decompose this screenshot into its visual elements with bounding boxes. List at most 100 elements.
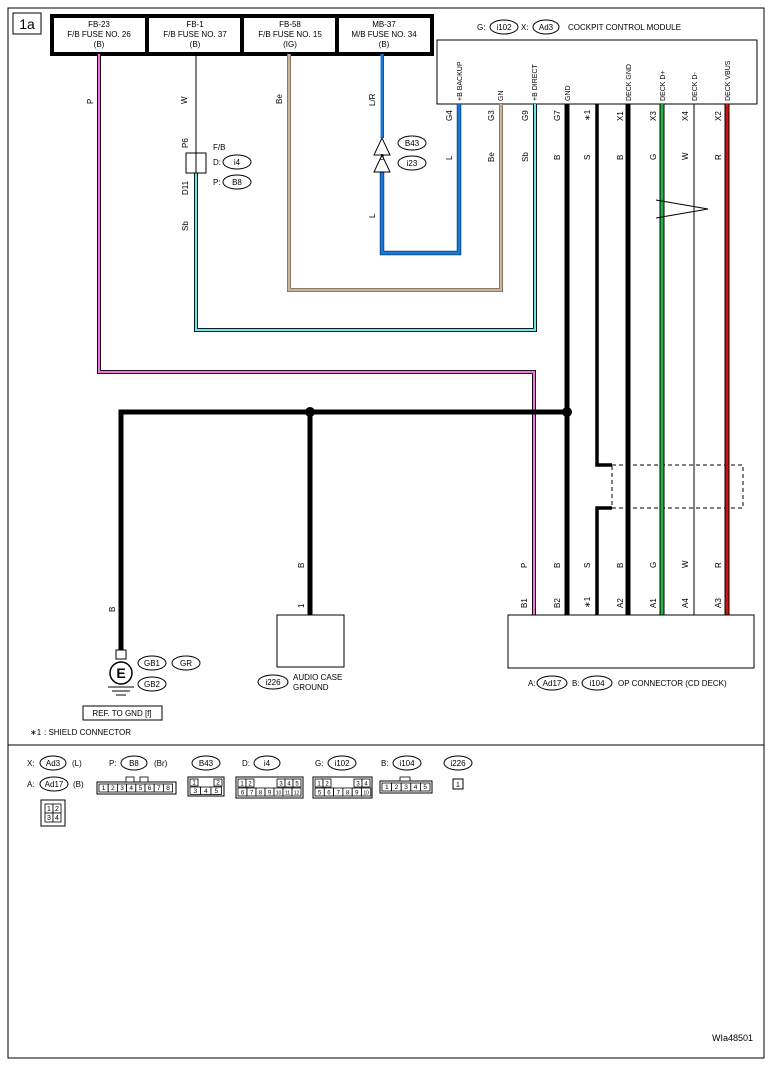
page-frame <box>7 7 765 1059</box>
fuse-code: FB-58 <box>279 20 301 29</box>
audio-case-code: i226 <box>265 678 281 687</box>
ccm-wire-color: G <box>649 154 658 160</box>
pin-number: 4 <box>287 782 291 788</box>
op-pin: B2 <box>553 598 562 608</box>
pin-number: 9 <box>268 791 272 797</box>
pin-cell <box>210 786 222 795</box>
pin-number: 9 <box>355 791 359 797</box>
pin-number: 6 <box>241 791 245 797</box>
pin-number: 4 <box>129 785 133 792</box>
op-a-prefix: A: <box>528 679 536 688</box>
inline-connector-b43: 3 B43 i23 <box>373 135 427 173</box>
pin-number: 5 <box>318 791 322 797</box>
op-pin: A1 <box>649 598 658 608</box>
inline-title: F/B <box>213 143 225 152</box>
pin-number: 3 <box>404 784 408 791</box>
shield-note-mark: ∗1 <box>30 728 42 737</box>
inline-p-code: B8 <box>232 178 242 187</box>
op-wire-color: R <box>714 562 723 568</box>
op-wire-color: S <box>583 563 592 568</box>
ccm-pin: X2 <box>714 111 723 121</box>
wire-mb37-l <box>380 104 461 255</box>
ccm-x-prefix: X: <box>521 23 529 32</box>
op-connector-box <box>507 614 755 669</box>
inline-pin-bottom: D11 <box>181 180 190 195</box>
ccm-pin-name: +B BACKUP <box>457 61 464 101</box>
pin-number: 2 <box>248 782 252 788</box>
legend-prefix: D: <box>242 759 250 768</box>
inline-b43-pin: 3 <box>380 153 385 162</box>
ccm-pin: G4 <box>445 110 454 121</box>
op-pin: ∗1 <box>583 596 592 608</box>
pin-number: 10 <box>276 791 282 797</box>
ccm-wire-color: W <box>681 152 690 160</box>
pin-number: 4 <box>204 788 208 795</box>
wire-mb37-l-outline <box>379 104 462 256</box>
ccm-pin-name: GND <box>565 85 572 101</box>
fuse-block: FB-23 F/B FUSE NO. 26 (B) FB-1 F/B FUSE … <box>50 14 434 56</box>
pin-number: 11 <box>285 791 290 797</box>
pin-number: 6 <box>327 791 331 797</box>
legend-code: i104 <box>399 759 415 768</box>
ccm-pin: G9 <box>521 110 530 121</box>
op-title: OP CONNECTOR (CD DECK) <box>618 679 727 688</box>
pin-number: 12 <box>294 791 300 797</box>
fuse-circuit: (B) <box>94 40 105 49</box>
fuse-name: F/B FUSE NO. 37 <box>163 30 227 39</box>
fuse-circuit: (B) <box>379 40 390 49</box>
legend-code: Ad17 <box>45 780 64 789</box>
pin-cell <box>162 783 173 793</box>
inline-p-prefix: P: <box>213 178 221 187</box>
pin-number: 5 <box>295 782 299 788</box>
legend-code: i226 <box>450 759 466 768</box>
legend-code: i4 <box>264 759 271 768</box>
legend-code: B8 <box>129 759 139 768</box>
pin-number: 4 <box>364 782 368 788</box>
audio-case-pin: 1 <box>297 603 306 608</box>
op-wire-color: B <box>616 563 625 568</box>
op-pin: A2 <box>616 598 625 608</box>
ccm-pin-names: +B BACKUP GN +B DIRECT GND DECK GND DECK… <box>457 60 732 101</box>
ccm-pin: ∗1 <box>583 109 592 121</box>
ground-symbol-letter: E <box>116 665 125 681</box>
ccm-pin-name: DECK D+ <box>660 70 667 101</box>
op-wire-color: B <box>553 563 562 568</box>
legend-suffix: (Br) <box>154 759 168 768</box>
ground-bus <box>118 409 567 650</box>
pin-number: 8 <box>166 785 170 792</box>
ccm-wire-color: S <box>583 155 592 160</box>
pin-number: 7 <box>250 791 254 797</box>
ccm-g-prefix: G: <box>477 23 485 32</box>
wire-fb1-sb <box>194 104 537 332</box>
ground-code-3: GR <box>180 659 192 668</box>
splice-point <box>305 407 315 417</box>
legend-suffix: (B) <box>73 780 84 789</box>
pin-number: 1 <box>192 780 196 787</box>
fuse-code: MB-37 <box>372 20 396 29</box>
fuse-name: M/B FUSE NO. 34 <box>351 30 417 39</box>
legend-code: Ad3 <box>46 759 61 768</box>
op-b-prefix: B: <box>572 679 580 688</box>
op-wire-color: P <box>520 563 529 568</box>
audio-case-ground: 1 i226 AUDIO CASE GROUND <box>257 603 345 692</box>
ccm-pin: G3 <box>487 110 496 121</box>
pin-number: 7 <box>337 791 341 797</box>
ccm-pin: G7 <box>553 110 562 121</box>
pin-number: 5 <box>423 784 427 791</box>
fuse-name: F/B FUSE NO. 15 <box>258 30 322 39</box>
pin-cell <box>291 787 302 797</box>
inline-connector-fb: P6 D11 F/B D: i4 P: B8 <box>181 138 252 195</box>
wire-label: L/R <box>368 93 377 106</box>
pin-cell <box>361 778 371 788</box>
legend-suffix: (L) <box>72 759 82 768</box>
inline-pin-top: P6 <box>181 138 190 148</box>
pin-cell <box>419 782 431 792</box>
wire-fb23 <box>97 54 536 615</box>
ccm-wire-color: L <box>445 155 454 160</box>
pin-number: 3 <box>193 788 197 795</box>
wire-label: L <box>368 213 377 218</box>
